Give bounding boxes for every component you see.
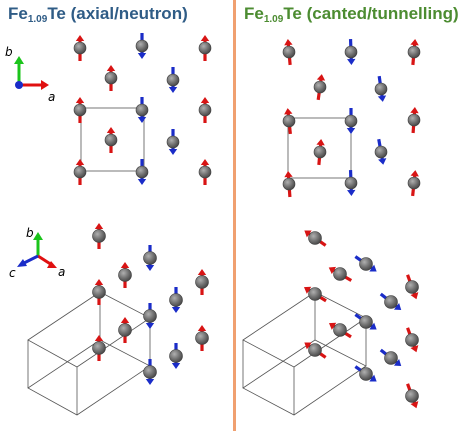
fe-atom-icon: [344, 169, 358, 196]
fe-atom-icon: [143, 303, 157, 329]
fe-atom-icon: [198, 159, 212, 185]
axis-label-b: b: [26, 226, 34, 240]
fe-atom-icon: [195, 325, 209, 351]
fe-atom-icon: [344, 108, 358, 134]
fe-atom-icon: [92, 335, 106, 361]
fe-atom-icon: [313, 74, 327, 101]
fe-atom-icon: [104, 127, 118, 153]
axis-label-c: c: [9, 266, 16, 280]
panel-divider: [233, 0, 236, 431]
fe-atom-icon: [169, 343, 183, 369]
fe-atom-icon: [374, 138, 388, 165]
fe-atom-icon: [379, 348, 402, 367]
fe-atom-icon: [195, 269, 209, 295]
fe-atom-icon: [143, 359, 157, 385]
axis-label-a: a: [48, 90, 55, 104]
axis-triad-bottom: b a c: [9, 226, 65, 280]
unit-cell-bottom-left: [27, 291, 151, 416]
fe-atom-icon: [304, 342, 327, 359]
fe-atom-icon: [166, 129, 180, 155]
axis-triad-top: b a: [5, 45, 55, 104]
fe-atoms-layer: [73, 33, 421, 409]
fe-atom-icon: [328, 266, 353, 282]
fe-atom-icon: [282, 171, 296, 198]
fe-atom-icon: [118, 317, 132, 343]
fe-atom-icon: [374, 75, 388, 102]
fe-atom-icon: [344, 38, 358, 65]
fe-atom-icon: [407, 170, 421, 197]
fe-atom-icon: [354, 313, 377, 330]
fe-atom-icon: [379, 292, 402, 311]
fe-atom-icon: [407, 107, 421, 134]
axis-label-a: a: [58, 265, 65, 279]
fe-atom-icon: [143, 245, 157, 271]
fe-atom-icon: [282, 39, 296, 66]
title-canted-tunnelling: Fe1.09Te (canted/tunnelling): [244, 4, 459, 25]
fe-atom-icon: [405, 383, 419, 409]
fe-atom-icon: [354, 365, 377, 382]
fe-atom-icon: [313, 139, 327, 166]
unit-cell-top-left: [80, 107, 145, 172]
fe-atom-icon: [73, 159, 87, 185]
fe-atom-icon: [407, 39, 421, 66]
fe-atom-icon: [282, 108, 296, 135]
fe-atom-icon: [169, 287, 183, 313]
fe-atom-icon: [198, 97, 212, 123]
fe-atom-icon: [135, 159, 149, 185]
fe-atom-icon: [198, 35, 212, 61]
fe-atom-icon: [328, 322, 352, 339]
fe-atom-icon: [303, 286, 327, 303]
fe-atom-icon: [135, 33, 149, 59]
fe-atom-icon: [135, 97, 149, 123]
unit-cell-bottom-right: [242, 291, 367, 416]
fe-atom-icon: [405, 274, 419, 300]
fe-atom-icon: [92, 279, 106, 305]
unit-cell-top-right: [287, 117, 352, 179]
fe-atom-icon: [405, 327, 419, 353]
fe-atom-icon: [92, 223, 106, 249]
fe-atom-icon: [166, 67, 180, 93]
title-axial-neutron: Fe1.09Te (axial/neutron): [8, 4, 188, 25]
axis-label-b: b: [5, 45, 13, 59]
fe-atom-icon: [354, 255, 377, 272]
fe-atom-icon: [304, 230, 327, 247]
fe-atom-icon: [104, 65, 118, 91]
fe-atom-icon: [118, 262, 132, 288]
fe-atom-icon: [73, 97, 87, 123]
fe-atom-icon: [73, 35, 87, 61]
